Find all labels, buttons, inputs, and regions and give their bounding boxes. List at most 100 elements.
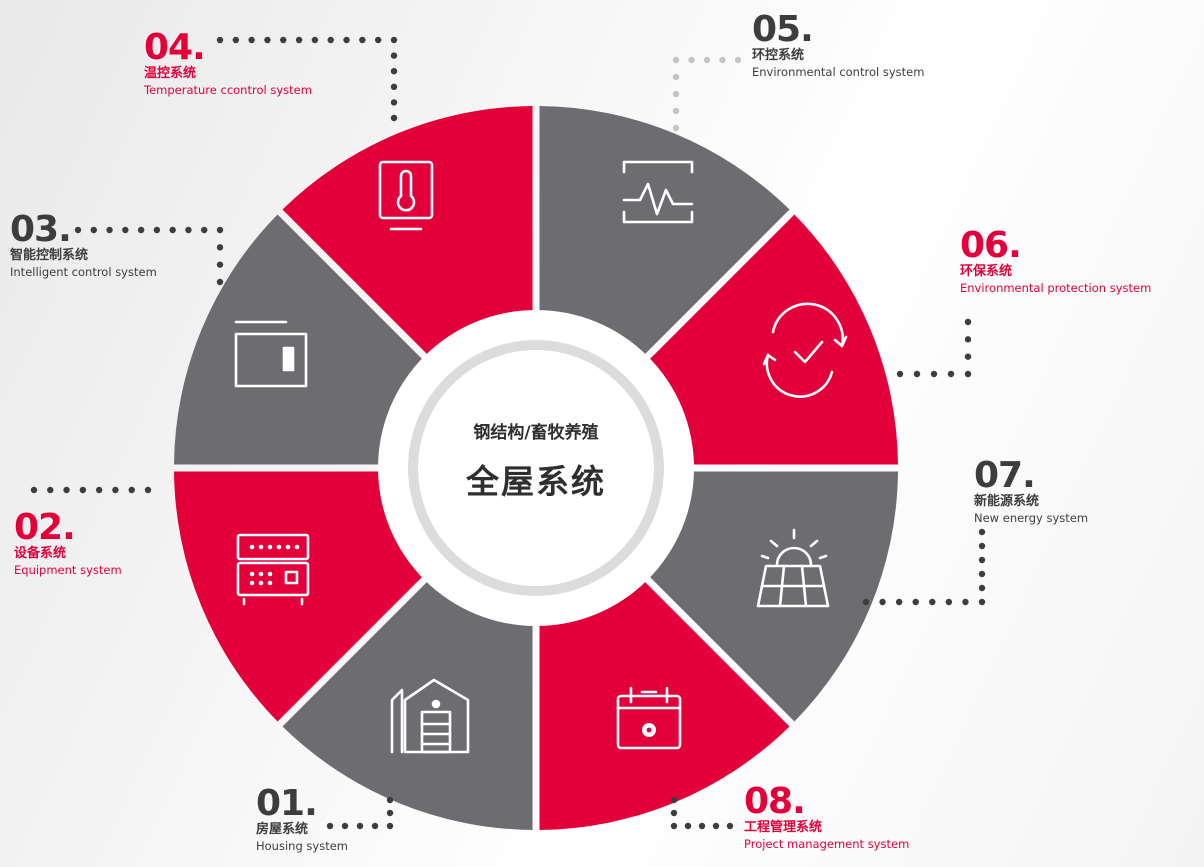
connector-08 [670,796,734,830]
system-name-cn: 温控系统 [144,66,197,81]
connector-dot [978,584,986,592]
recycle-check-icon [762,302,848,398]
connector-dot [311,36,319,44]
connector-dot [185,226,192,234]
equipment-panel-dots [249,544,300,586]
connector-dot [390,52,398,59]
system-number: 01. [256,783,318,824]
connector-dot [672,124,680,132]
system-number: 08. [744,781,806,822]
calendar-gear-icon [616,686,682,750]
connector-dot [879,598,886,606]
connector-dot [929,598,936,606]
connector-dot [895,598,903,606]
connector-dot [112,486,119,494]
connector-dot [684,822,692,830]
connector-dot [964,370,972,378]
connector-dot [390,114,398,122]
system-name-cn: 设备系统 [14,546,67,561]
ring-segment-03 [174,214,427,465]
system-name-cn: 环保系统 [960,264,1013,279]
calendar-gear-hole [646,727,652,733]
system-name-en: Environmental control system [752,64,925,79]
system-name-cn: 智能控制系统 [10,248,89,263]
connector-dot [672,90,680,98]
system-number: 05. [752,9,814,50]
connector-dot [128,486,135,494]
label-equipment-system: 02. 设备系统 Equipment system [14,510,122,577]
connector-dot [670,796,678,804]
connector-dot [670,809,678,817]
system-number: 07. [974,455,1036,496]
connector-dot [216,36,224,44]
connector-dot [913,370,921,378]
connector-dot [327,36,334,44]
system-name-en: Housing system [256,838,348,853]
ring-segment-06 [645,214,898,465]
connector-dot [688,56,695,64]
connector-dot [169,226,176,234]
connector-dot [122,226,129,234]
connector-dot [63,486,70,494]
connector-dot [95,486,103,494]
connector-dot [248,36,255,44]
label-project-management-system: 08. 工程管理系统 Project management system [744,784,909,851]
connector-dot [390,83,398,91]
label-environmental-control-system: 05. 环控系统 Environmental control system [752,12,924,79]
connector-dot [47,486,54,494]
system-name-en: Intelligent control system [10,264,157,279]
label-new-energy-system: 07. 新能源系统 New energy system [974,458,1088,525]
connector-dot [79,486,87,494]
connector-dot [216,261,224,268]
connector-dot [144,486,152,494]
system-number: 06. [960,225,1022,266]
connector-07 [862,528,986,606]
solar-panel-icon [756,528,830,608]
connector-dot [726,822,734,830]
system-name-cn: 环控系统 [752,48,805,63]
connector-dot [326,822,334,830]
center-hub-inner [418,350,654,586]
ring-segment-01 [282,577,533,830]
connector-dot [719,56,726,64]
dotted-connectors [30,36,986,830]
connector-dot [978,542,986,550]
system-number: 02. [14,507,76,548]
connector-dot [703,56,711,64]
connector-dot [978,570,986,578]
connector-dot [371,822,379,830]
connector-dot [343,36,350,44]
system-name-en: Environmental protection system [960,280,1152,295]
connector-dot [201,226,208,234]
ring-segment-04 [282,106,533,359]
system-name-en: Project management system [744,836,910,851]
system-name-cn: 工程管理系统 [744,820,823,835]
connector-01 [326,796,394,830]
connector-dot [964,336,972,343]
connector-dot [359,36,366,44]
connector-dot [962,598,969,606]
connector-06 [896,318,972,378]
connector-dot [930,370,938,378]
connector-dot [862,598,870,606]
connector-dot [390,99,398,106]
connector-dot [912,598,919,606]
connector-dot [216,278,224,286]
ring-segment-05 [539,106,790,359]
connector-dot [698,822,706,830]
connector-dot [672,73,680,81]
connector-dot [74,226,82,234]
connector-dot [295,36,303,44]
system-name-cn: 新能源系统 [974,494,1040,509]
label-housing-system: 01. 房屋系统 Housing system [256,786,348,853]
label-temperature-control-system: 04. 温控系统 Temperature ccontrol system [144,30,312,97]
connector-dot [232,36,240,44]
connector-dot [964,353,972,360]
connector-05 [672,56,742,132]
connector-dot [216,226,224,234]
connector-dot [896,370,904,378]
connector-dot [734,56,742,64]
label-environmental-protection-system: 06. 环保系统 Environmental protection system [960,228,1151,295]
connector-dot [30,486,38,494]
center-title-block: 钢结构/畜牧养殖 全屋系统 [411,418,661,503]
